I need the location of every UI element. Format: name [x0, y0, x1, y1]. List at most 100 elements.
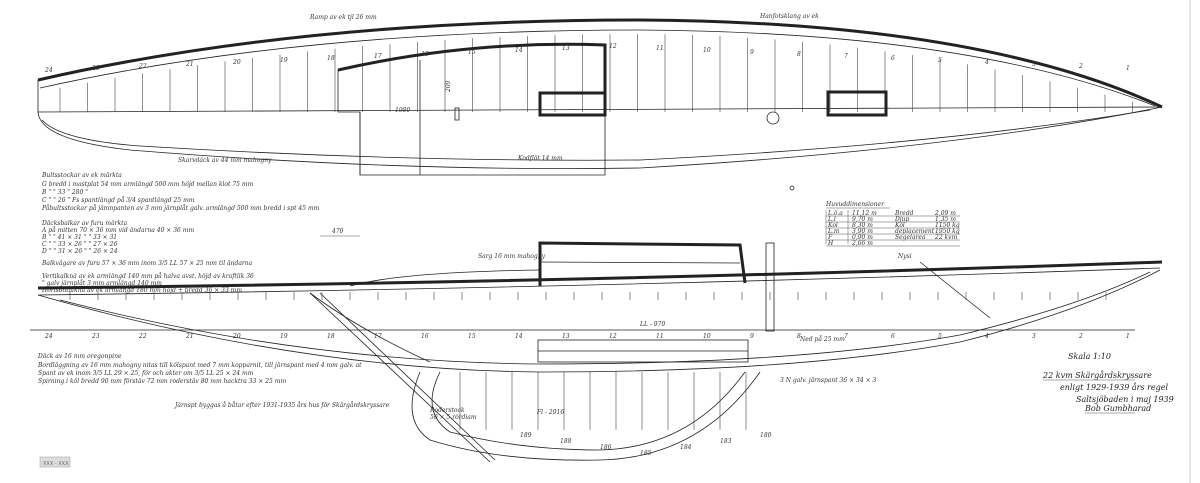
station-number: 8 — [797, 333, 801, 340]
sheer-label: Ramp av ek tjl 26 mm — [309, 14, 377, 21]
dimension-value: 11,12 m — [852, 210, 877, 217]
station-number: 7 — [844, 333, 848, 340]
station-number: 15 — [468, 333, 476, 340]
note-line: Bultsstockar av ek märkta — [41, 172, 122, 179]
plan-station-number: 6 — [891, 55, 895, 62]
station-number: 23 — [91, 333, 100, 340]
svg-text:XXX - XXX: XXX - XXX — [43, 461, 69, 467]
dimension-label2: Bredd — [894, 210, 914, 217]
station-number: 13 — [562, 333, 570, 340]
plan-station-number: 7 — [844, 53, 848, 60]
station-number: 21 — [185, 333, 194, 340]
note-line: B " " 33 " 280 " — [41, 189, 88, 196]
plan-station-number: 12 — [609, 43, 617, 50]
archive-stamp: XXX - XXX — [39, 456, 71, 468]
station-number: 3 — [1032, 333, 1036, 340]
plan-station-number: 10 — [703, 47, 711, 54]
note-line: Järnspt byggas å båtar efter 1931-1935 å… — [173, 402, 390, 409]
dimension-value: 2,66 m — [851, 240, 873, 247]
dimension-label2: Köl — [894, 222, 905, 229]
forward-hatch — [826, 90, 888, 117]
dimension-value: 8,30 m — [852, 222, 873, 229]
note-line: D " " 31 × 26 " " 26 × 24 — [41, 248, 118, 255]
dim-1980: 1980 — [395, 107, 410, 114]
plan-station-number: 8 — [797, 51, 801, 58]
nedfall-label: Ned på 25 mm — [799, 336, 845, 343]
station-numbers: 2424232322222121202019191818171716161515… — [44, 43, 1130, 340]
note-line: " galv järnplåt 3 mm armlängd 140 mm — [42, 280, 162, 287]
dimension-value: 9,70 m — [852, 216, 873, 223]
plan-station-number: 23 — [91, 65, 100, 72]
plan-station-number: 2 — [1078, 63, 1083, 70]
station-number: 22 — [138, 333, 147, 340]
plan-station-number: 16 — [421, 51, 429, 58]
station-number: 4 — [984, 333, 989, 340]
cabin-top — [538, 241, 747, 286]
dimension-label: H — [827, 240, 834, 247]
note-line: Bordläggning av 16 mm mahogny nitas till… — [37, 362, 362, 369]
roderstock-dim: 50 × 5 rördiam — [430, 414, 477, 421]
dimension-value2: 1,35 m — [935, 216, 956, 223]
keel-number: 183 — [720, 438, 732, 445]
jarnspant-label: 3 N galv. järnspant 36 × 34 × 3 — [780, 377, 877, 384]
keel-number: 180 — [760, 432, 772, 439]
station-number: 6 — [891, 333, 895, 340]
cabin-outline — [337, 42, 607, 117]
station-number: 14 — [515, 333, 523, 340]
keel — [411, 371, 761, 461]
dimension-label: F — [827, 234, 833, 241]
note-line: Påbultsstockar på jämnpanten av 3 mm jär… — [41, 205, 320, 212]
dim-209: 209 — [445, 80, 452, 93]
plan-station-number: 17 — [374, 53, 382, 60]
dimension-value2: 22 kvm — [934, 234, 958, 241]
keel-number: 184 — [680, 444, 692, 451]
cockpit-label: Kodflöt 14 mm — [517, 155, 563, 162]
plan-station-number: 18 — [327, 55, 335, 62]
rudder — [309, 292, 496, 463]
plan-station-number: 19 — [280, 57, 288, 64]
note-line: C " " 33 × 26 " " 27 × 26 — [42, 241, 117, 248]
plan-lower-outline — [37, 80, 1163, 170]
dim-470: 470 — [331, 228, 344, 235]
plan-centerline — [37, 106, 1163, 113]
mast — [765, 242, 775, 332]
keel-number: 188 — [560, 438, 572, 445]
note-line: G bredd i mastplat 54 mm armlängd 500 mm… — [42, 181, 254, 188]
plan-frames — [59, 34, 1133, 112]
station-number: 11 — [656, 333, 664, 340]
dimension-label2: Segelarea — [895, 234, 926, 241]
note-line: C " " 26 " Fs spantlängd på 3/4 spantlän… — [42, 197, 195, 204]
station-number: 17 — [374, 333, 382, 340]
dimension-label2: Djup — [894, 216, 910, 223]
note-line: Horisontalknä av ek armlängd 180 mm höjd… — [41, 287, 242, 294]
station-number: 10 — [703, 333, 711, 340]
station-number: 24 — [44, 333, 53, 340]
plan-fitting — [454, 107, 460, 121]
profile-sheer — [37, 260, 1163, 290]
note-line: Vertikalknä av ek armlängd 140 mm på hal… — [42, 273, 254, 280]
dimension-label2: deplacement — [895, 228, 935, 235]
station-number: 20 — [232, 333, 241, 340]
dimensions-heading: Huvuddimensioner — [825, 201, 885, 208]
plan-sheer-outline — [37, 18, 1163, 109]
dimension-value2: 1950 kg — [935, 228, 960, 235]
station-number: 5 — [938, 333, 942, 340]
station-number: 16 — [421, 333, 429, 340]
forward-label: Nysi — [897, 253, 912, 260]
dim-2916: Fl - 2916 — [536, 409, 564, 416]
note-line: Balkvägare av furu 57 × 36 mm inom 3/5 L… — [41, 260, 253, 267]
mast-partner — [766, 111, 780, 125]
scale-label: Skala 1:10 — [1068, 352, 1111, 361]
note-line: Spant av ek inom 3/5 LL 29 × 25, för och… — [38, 370, 254, 377]
note-line: B " " 41 × 31 " " 33 × 31 — [41, 234, 117, 241]
keel-number: 189 — [520, 432, 532, 439]
roderstock-label: Roderstock — [429, 407, 465, 414]
station-number: 19 — [280, 333, 288, 340]
dimension-value: 0,90 m — [852, 234, 873, 241]
ll-label: LL - 970 — [639, 321, 665, 328]
